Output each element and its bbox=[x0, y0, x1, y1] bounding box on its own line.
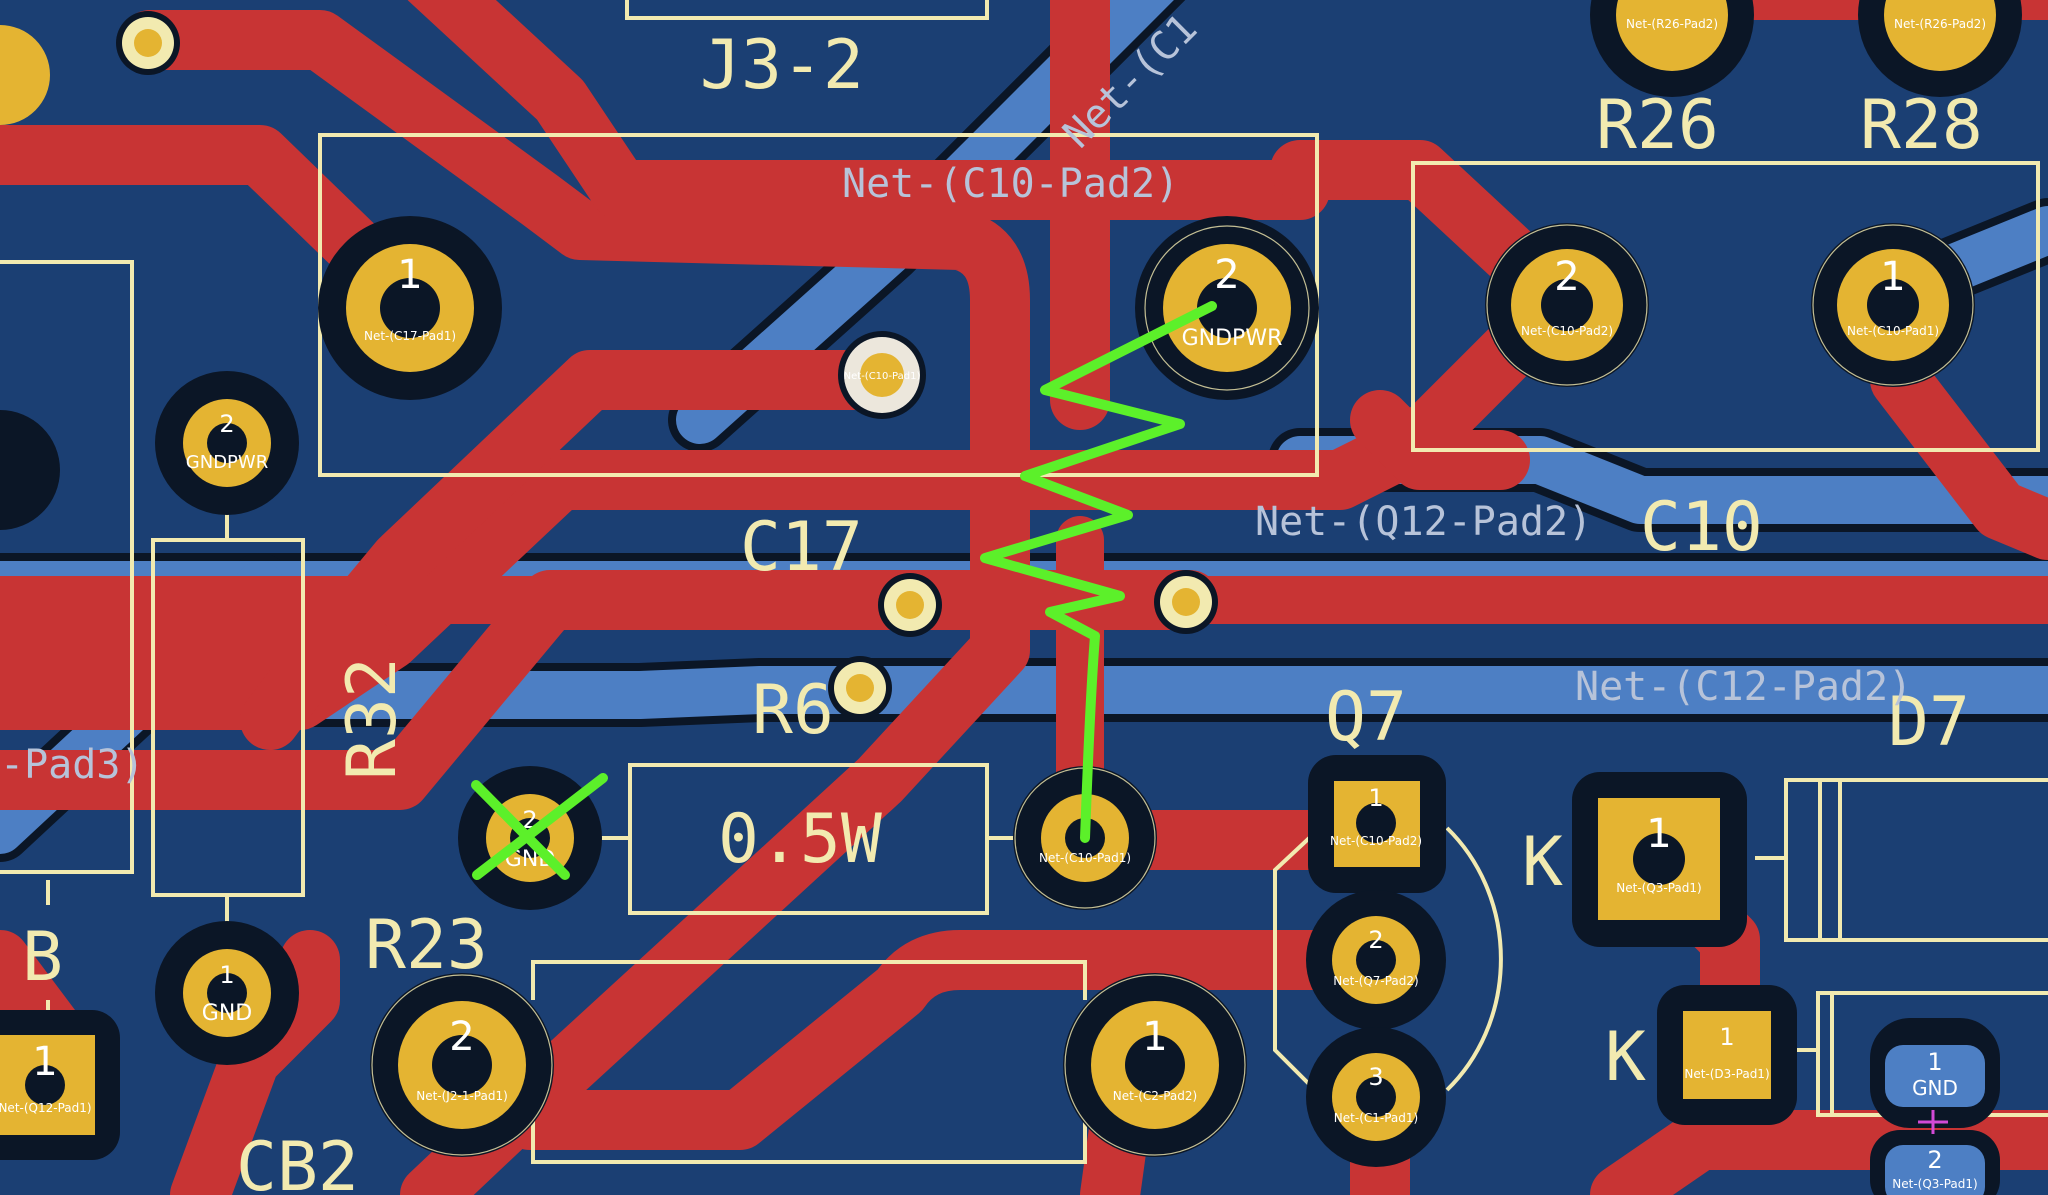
via[interactable] bbox=[828, 656, 892, 720]
pad-net-label: Net-(Q12-Pad1) bbox=[0, 1101, 92, 1115]
ref-r26: R26 bbox=[1596, 86, 1719, 165]
pad-name: GND bbox=[1912, 1076, 1958, 1100]
via-layer: Net-(C10-Pad1) bbox=[116, 11, 1218, 720]
pad-r26-2[interactable]: 2 Net-(C10-Pad2) bbox=[1485, 223, 1649, 387]
pad-number: 2 bbox=[219, 410, 234, 438]
partial-pad bbox=[0, 410, 60, 530]
pad-net-label: Net-(C10-Pad2) bbox=[1330, 834, 1422, 848]
via[interactable] bbox=[116, 11, 180, 75]
pad-net-label: Net-(C10-Pad1) bbox=[1847, 324, 1939, 338]
pad-number: 3 bbox=[1368, 1063, 1383, 1091]
crosshair-icon bbox=[1918, 1110, 1948, 1134]
r26-r28-outline bbox=[1411, 161, 2040, 452]
ref-q7: Q7 bbox=[1325, 678, 1407, 757]
pad-net-label: Net-(C10-Pad2) bbox=[1521, 324, 1613, 338]
pad-net-label: Net-(Q7-Pad2) bbox=[1333, 974, 1418, 988]
cathode-mark-lower: K bbox=[1605, 1018, 1646, 1097]
ref-r6: R6 bbox=[752, 671, 834, 750]
pad-net-label: Net-(J2-1-Pad1) bbox=[416, 1089, 508, 1103]
pad-net-label: Net-(R26-Pad2) bbox=[1626, 17, 1718, 31]
cathode-mark-upper: K bbox=[1522, 823, 1563, 902]
pad-net-label: Net-(C1-Pad1) bbox=[1334, 1111, 1418, 1125]
pad-number: 1 bbox=[1368, 784, 1383, 812]
ref-b: B bbox=[22, 918, 63, 997]
pad-r26-1[interactable]: 1 Net-(C10-Pad1) bbox=[1811, 223, 1975, 387]
pad-number: 2 bbox=[449, 1014, 474, 1060]
pad-d7-k2[interactable]: 1 Net-(D3-Pad1) bbox=[1657, 985, 1797, 1125]
pad-top-r26[interactable]: Net-(R26-Pad2) bbox=[1590, 0, 1754, 97]
pad-net-label: Net-(Q3-Pad1) bbox=[1892, 1177, 1977, 1191]
pad-q7-2[interactable]: 2 Net-(Q7-Pad2) bbox=[1306, 890, 1446, 1030]
resistor-squiggle-annotation bbox=[980, 301, 1217, 843]
via[interactable] bbox=[1154, 570, 1218, 634]
cross-out-left-annotation bbox=[471, 780, 570, 880]
net-label-pad3: -Pad3) bbox=[0, 742, 145, 788]
partial-pad bbox=[0, 25, 50, 125]
pad-number: 2 bbox=[1214, 252, 1239, 298]
ref-c10: C10 bbox=[1640, 488, 1763, 567]
pad-number: 1 bbox=[32, 1039, 57, 1085]
pad-r32-1[interactable]: 1 GND bbox=[155, 921, 299, 1065]
pad-net-label: Net-(R26-Pad2) bbox=[1894, 17, 1986, 31]
ref-j3-2: J3-2 bbox=[700, 26, 864, 105]
pad-number: 2 bbox=[1554, 254, 1579, 300]
ref-cb2: CB2 bbox=[236, 1128, 359, 1195]
via-net-label: Net-(C10-Pad1) bbox=[844, 371, 921, 382]
net-label-q12-pad2: Net-(Q12-Pad2) bbox=[1255, 499, 1592, 545]
reference-labels: J3-2 R26 R28 C17 C10 R6 R32 Q7 D7 R23 CB… bbox=[22, 26, 1983, 1195]
pad-smd-1[interactable]: 1 GND bbox=[1870, 1018, 2000, 1128]
via[interactable] bbox=[878, 573, 942, 637]
pad-b-1[interactable]: 1 Net-(Q12-Pad1) bbox=[0, 1010, 120, 1160]
pad-number: 1 bbox=[1719, 1023, 1734, 1051]
pad-number: 1 bbox=[1927, 1048, 1942, 1076]
pad-number: 2 bbox=[1927, 1146, 1942, 1174]
ref-r28: R28 bbox=[1860, 86, 1983, 165]
net-label-c10-pad2: Net-(C10-Pad2) bbox=[842, 161, 1179, 207]
pad-net-label: Net-(D3-Pad1) bbox=[1684, 1067, 1769, 1081]
pad-number: 1 bbox=[1142, 1014, 1167, 1060]
pad-number: 1 bbox=[397, 252, 422, 298]
pad-number: 1 bbox=[1646, 811, 1671, 857]
pad-r23-2[interactable]: 2 Net-(J2-1-Pad1) bbox=[370, 973, 554, 1157]
ref-r32: R32 bbox=[333, 657, 412, 780]
pad-q7-1[interactable]: 1 Net-(C10-Pad2) bbox=[1308, 755, 1446, 893]
pad-q7-3[interactable]: 3 Net-(C1-Pad1) bbox=[1306, 1027, 1446, 1167]
pad-name: GNDPWR bbox=[186, 452, 268, 473]
annotation-layer bbox=[471, 301, 1217, 880]
pad-net-label: Net-(C17-Pad1) bbox=[364, 329, 456, 343]
ref-c17: C17 bbox=[740, 508, 863, 587]
via-c10-pad1[interactable]: Net-(C10-Pad1) bbox=[838, 331, 926, 419]
pad-r23-1[interactable]: 1 Net-(C2-Pad2) bbox=[1063, 973, 1247, 1157]
pad-top-r28[interactable]: Net-(R26-Pad2) bbox=[1858, 0, 2022, 97]
pad-number: 1 bbox=[219, 961, 234, 989]
pad-c17-1[interactable]: 1 Net-(C17-Pad1) bbox=[318, 216, 502, 400]
ref-r23: R23 bbox=[365, 906, 488, 985]
pad-number: 2 bbox=[1368, 926, 1383, 954]
pad-r32-2[interactable]: 2 GNDPWR bbox=[155, 371, 299, 515]
pad-number: 1 bbox=[1880, 254, 1905, 300]
pad-smd-2[interactable]: 2 Net-(Q3-Pad1) bbox=[1870, 1130, 2000, 1195]
pad-name: GND bbox=[202, 1001, 252, 1026]
resistor-value: 0.5W bbox=[718, 800, 882, 879]
pad-net-label: Net-(C10-Pad1) bbox=[1039, 851, 1131, 865]
net-label-c12-pad2: Net-(C12-Pad2) bbox=[1575, 664, 1912, 710]
pad-c17-2[interactable]: 2 GNDPWR bbox=[1135, 216, 1319, 400]
pad-net-label: Net-(Q3-Pad1) bbox=[1616, 881, 1701, 895]
pad-net-label: Net-(C2-Pad2) bbox=[1113, 1089, 1197, 1103]
pad-name: GNDPWR bbox=[1182, 326, 1283, 351]
cross-out-right-annotation bbox=[472, 773, 608, 880]
ref-d7: D7 bbox=[1888, 683, 1970, 762]
pad-d7-k1[interactable]: 1 Net-(Q3-Pad1) bbox=[1572, 772, 1747, 947]
